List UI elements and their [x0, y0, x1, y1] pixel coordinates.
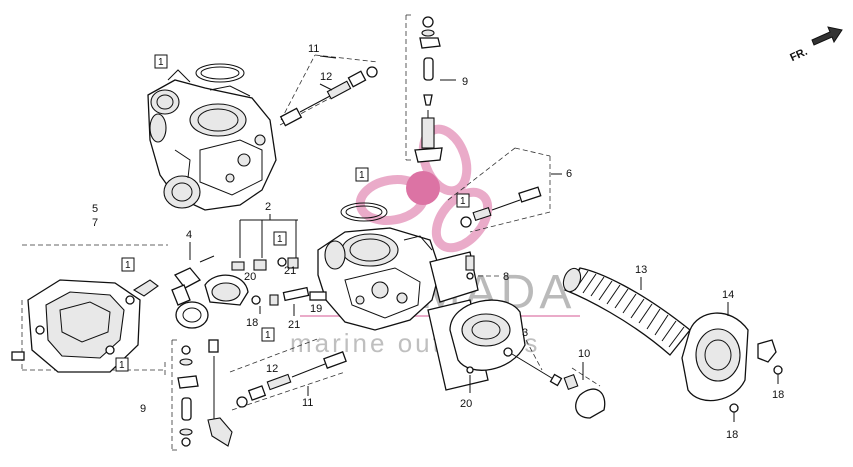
- drain-screw-10: 10: [563, 348, 606, 419]
- left-labels: 5 7 4: [22, 203, 192, 260]
- callout-5: 5: [92, 203, 98, 215]
- front-arrow-icon: [811, 26, 843, 46]
- callout-6: 6: [566, 168, 572, 180]
- callout-20: 20: [244, 271, 256, 283]
- callout-9-upper: 9: [462, 76, 468, 88]
- callout-12-lower: 12: [266, 363, 278, 375]
- callout-11-lower: 11: [302, 397, 313, 409]
- callout-9-lower: 9: [140, 403, 146, 415]
- callout-15: 20: [460, 398, 472, 410]
- float-valve-assembly-upper: 9: [405, 14, 468, 163]
- callout-1-upper: 1: [158, 57, 164, 68]
- callout-1-jet18: 1: [265, 330, 271, 341]
- callout-1-screw: 1: [460, 196, 466, 207]
- callout-12-upper: 12: [320, 71, 332, 83]
- callout-11-upper: 11: [308, 43, 319, 55]
- front-direction-indicator: FR.: [788, 26, 843, 64]
- callout-17: 19: [310, 303, 322, 315]
- callout-21: 21: [288, 319, 300, 331]
- callout-14: 14: [722, 289, 734, 301]
- jet-group-2: 2 1 20 21: [231, 201, 299, 283]
- jet-8-assembly: 8: [465, 255, 509, 283]
- callout-19-right: 18: [772, 389, 784, 401]
- jet-group-18-21-17: 18 1 21 19: [246, 286, 327, 342]
- screw-19-bottom: 18: [726, 403, 739, 441]
- callout-3: 3: [522, 327, 528, 339]
- callout-10: 10: [578, 348, 590, 360]
- float-assembly-4: [171, 255, 249, 329]
- callout-1-jets: 1: [277, 234, 283, 245]
- callout-18: 18: [246, 317, 258, 329]
- callout-7: 7: [92, 217, 98, 229]
- gasket-center: [340, 202, 388, 222]
- carburetor-assembly-center: 1: [317, 167, 479, 331]
- callout-4: 4: [186, 229, 192, 241]
- callout-1-bowl: 1: [119, 360, 125, 371]
- float-bowl-left: 1 1: [11, 257, 166, 378]
- callout-19-bottom: 18: [726, 429, 738, 441]
- callout-8: 8: [503, 271, 509, 283]
- float-valve-assembly-lower: 9: [140, 339, 233, 451]
- gasket-upper: [195, 63, 245, 83]
- carburetor-assembly-upper: 11 12 1: [147, 43, 379, 211]
- callout-13: 13: [635, 264, 647, 276]
- mixture-screw-lower: 12 11: [229, 337, 347, 411]
- front-direction-label: FR.: [788, 46, 809, 64]
- callout-1-center: 1: [359, 170, 365, 181]
- callout-16: 21: [284, 265, 296, 277]
- intake-hose-13: 13: [562, 264, 691, 356]
- callout-2: 2: [265, 201, 271, 213]
- screw-19-right: 18: [772, 365, 784, 401]
- callout-1-left: 1: [125, 260, 131, 271]
- air-cover-14: 14: [681, 289, 777, 402]
- bolt-3: 3: [503, 327, 563, 387]
- pilot-screw-assembly: 1 6: [447, 147, 572, 233]
